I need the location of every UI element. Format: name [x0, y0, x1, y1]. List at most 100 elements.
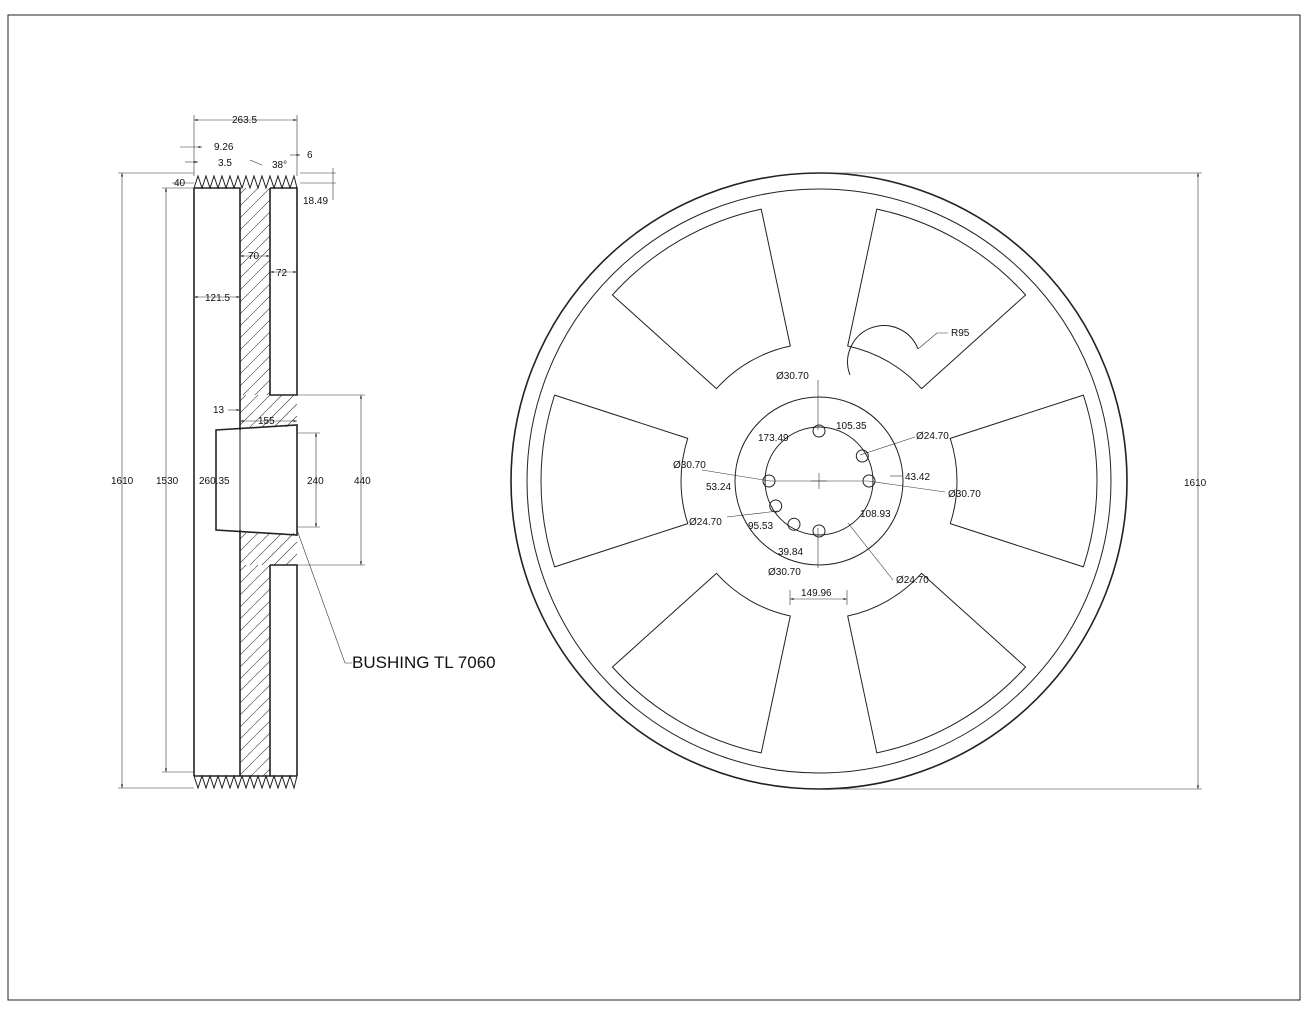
bore-circle [764, 426, 874, 536]
dim-arc-173: 173.49 [758, 433, 789, 444]
hatch-line [239, 564, 259, 584]
hatch-line [239, 532, 247, 540]
spoke-window [847, 572, 1027, 754]
dim-overall-width: 263.5 [232, 115, 257, 126]
dim-hub-440: 440 [354, 476, 371, 487]
dim-hub-155: 155 [258, 416, 275, 427]
dim-side-1610: 1610 [111, 476, 134, 487]
spoke-windows [540, 208, 1098, 754]
hatch-line [285, 553, 298, 566]
hatch-line [239, 732, 271, 764]
dim-hole-lower-left: Ø24.70 [689, 517, 722, 528]
hatch-line [239, 696, 271, 728]
hatch-line [239, 672, 271, 704]
bushing-callout: BUSHING TL 7060 [352, 653, 496, 672]
hatch-line [239, 612, 271, 644]
inner-rim [526, 188, 1112, 774]
dim-dist-43: 43.42 [905, 472, 930, 483]
hatch-line [239, 532, 271, 564]
hatch-line [239, 648, 271, 680]
hatch-line [239, 744, 271, 776]
spoke-window [611, 572, 791, 754]
dim-web-72: 72 [276, 268, 288, 279]
hatch-line [239, 394, 247, 402]
hatch-line [239, 708, 271, 740]
groove-profile-top [193, 174, 298, 190]
dim-side-1530: 1530 [156, 476, 179, 487]
dim-groove-angle: 38° [272, 160, 287, 171]
hatch-line [239, 564, 247, 572]
bolt-hole [855, 449, 869, 463]
bolt-hole [787, 517, 801, 531]
hatch-line [239, 247, 271, 279]
hatch-line [239, 235, 271, 267]
dim-groove-offset: 9.26 [214, 142, 234, 153]
hatch-line [254, 379, 271, 396]
dim-hole-right: Ø30.70 [948, 489, 981, 500]
sheet-border [7, 14, 1301, 1001]
hatch-line [239, 283, 271, 315]
dim-hole-upper-right: Ø24.70 [916, 431, 949, 442]
hatch-line [239, 588, 271, 620]
hatch-line [239, 187, 259, 207]
groove-profile-bottom [193, 774, 298, 790]
hatch-line [242, 367, 271, 396]
hatch-line [239, 271, 271, 303]
dim-front-1610: 1610 [1184, 478, 1207, 489]
dim-bore-260-35: 260.35 [199, 476, 230, 487]
dim-dist-53: 53.24 [706, 482, 731, 493]
dim-groove-depth: 18.49 [303, 196, 328, 207]
hatch-line [239, 720, 271, 752]
dim-hole-lower-right: Ø24.70 [896, 575, 929, 586]
side-view: 263.5 9.26 3.5 38° 6 40 18.49 70 72 121.… [111, 115, 496, 790]
hatch-line [239, 331, 271, 363]
dim-groove-land: 3.5 [218, 158, 232, 169]
hatch-line [239, 600, 271, 632]
hatch-line [239, 684, 271, 716]
dim-width-149: 149.96 [801, 588, 832, 599]
dim-arc-95: 95.53 [748, 521, 773, 532]
dim-r95: R95 [951, 328, 970, 339]
hatch-line [273, 541, 298, 566]
hatch-line [239, 187, 247, 195]
hatch-line [239, 576, 271, 608]
hatch-line [250, 756, 271, 777]
dim-hole-left: Ø30.70 [673, 460, 706, 471]
bolt-hole [812, 424, 826, 438]
front-view: R95 Ø30.70 105.35 173.49 Ø24.70 Ø30.70 4… [510, 172, 1207, 790]
hatch-line [239, 660, 271, 692]
hatch-line [249, 532, 283, 566]
dim-arc-39: 39.84 [778, 547, 803, 558]
dim-edge-6: 6 [307, 150, 313, 161]
hatch-line [239, 636, 271, 668]
hatch-line [239, 211, 271, 243]
spoke-window [540, 394, 689, 568]
dim-rim-121-5: 121.5 [205, 293, 230, 304]
dim-rim-40: 40 [174, 178, 186, 189]
dim-bore-240: 240 [307, 476, 324, 487]
hatch-line [239, 394, 259, 414]
hatch-line [273, 403, 298, 428]
r95-relief [847, 325, 919, 376]
hatch-line [239, 307, 271, 339]
dim-hub-13: 13 [213, 405, 225, 416]
bolt-hole [769, 499, 783, 513]
spoke-window [847, 208, 1027, 390]
hatch-line [239, 295, 271, 327]
dim-arc-108: 108.93 [860, 509, 891, 520]
hatch-line [261, 532, 295, 566]
dim-web-70: 70 [248, 251, 260, 262]
hub-outer [734, 396, 904, 566]
spoke-window [611, 208, 791, 390]
hatch-line [239, 624, 271, 656]
dim-hole-bottom: Ø30.70 [768, 567, 801, 578]
hatch-line [239, 187, 271, 219]
hatch-line [239, 343, 271, 375]
web-hatch [239, 187, 298, 777]
hatch-line [239, 532, 259, 552]
dim-hole-top: Ø30.70 [776, 371, 809, 382]
hatch-line [239, 199, 271, 231]
dim-arc-105: 105.35 [836, 421, 867, 432]
hatch-line [239, 223, 271, 255]
